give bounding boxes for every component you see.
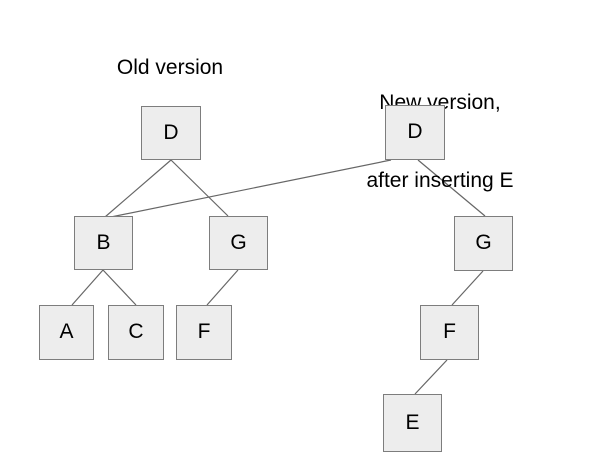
node-old-f[interactable]: F [176,305,232,360]
old-version-title: Old version [70,55,270,81]
node-old-c[interactable]: C [108,305,164,360]
node-old-c-label: C [128,320,144,343]
edge-new-f-to-new-e [414,359,448,395]
edge-new-g-to-new-f [451,270,484,306]
edge-old-d-to-old-b [104,159,172,218]
node-new-f-label: F [443,320,456,343]
node-new-d-label: D [407,120,423,143]
node-new-g[interactable]: G [454,216,513,271]
node-old-a[interactable]: A [39,305,94,360]
new-version-title-line2: after inserting E [366,169,514,192]
node-old-b[interactable]: B [74,216,133,270]
edge-old-d-to-old-g [170,159,229,217]
node-old-b-label: B [96,230,111,254]
node-old-a-label: A [59,320,74,343]
node-new-e[interactable]: E [383,394,442,452]
edge-old-b-to-old-c [102,269,137,306]
node-old-f-label: F [197,320,211,343]
node-old-g[interactable]: G [209,216,268,270]
node-new-d[interactable]: D [385,105,445,160]
edge-old-g-to-old-f [206,269,239,306]
node-new-g-label: G [475,231,492,254]
edge-old-b-to-old-a [71,269,104,306]
node-new-f[interactable]: F [420,305,479,360]
node-old-g-label: G [230,230,247,254]
node-new-e-label: E [405,410,420,434]
node-old-d[interactable]: D [141,106,201,160]
node-old-d-label: D [163,120,179,144]
old-version-title-text: Old version [116,56,224,79]
